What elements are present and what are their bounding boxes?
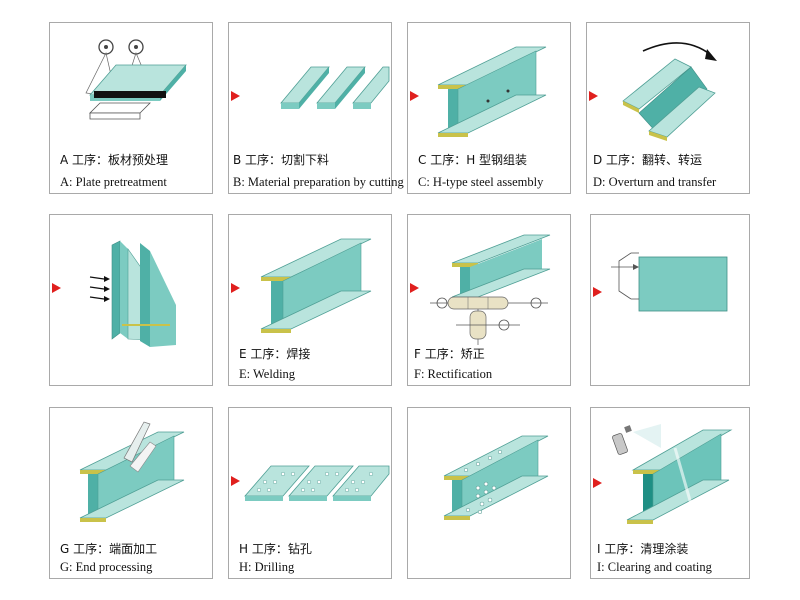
panel-b-cutting: B 工序：切割下料 B: Material preparation by cut… (228, 22, 404, 194)
welding-illustration (260, 238, 372, 333)
coating-illustration (612, 424, 733, 524)
caption-en: G: End processing (60, 560, 153, 574)
step-arrow-icon (231, 91, 240, 101)
caption-en: F: Rectification (414, 367, 493, 381)
plate-pretreatment-illustration (85, 39, 187, 120)
caption-zh: I 工序：清理涂装 (597, 542, 689, 556)
panel-a-plate-pretreatment: A 工序：板材预处理 A: Plate pretreatment (49, 22, 213, 194)
step-arrow-icon (231, 476, 240, 486)
step-arrow-icon (410, 91, 419, 101)
caption-en: E: Welding (239, 367, 296, 381)
panel-drilled-beam (407, 407, 571, 579)
overturn-illustration (622, 42, 717, 141)
caption-zh: D 工序：翻转、转运 (593, 153, 703, 167)
panel-f-rectification: F 工序：矫正 F: Rectification (407, 214, 571, 386)
step-arrow-icon (593, 478, 602, 488)
step-arrow-icon (589, 91, 598, 101)
beam-feeding-illustration (89, 240, 176, 347)
cut-plates-illustration (280, 66, 390, 109)
panel-e-welding: E 工序：焊接 E: Welding (228, 214, 392, 386)
panel-c-assembly: C 工序：H 型钢组装 C: H-type steel assembly (407, 22, 571, 194)
plate-side-view-illustration (611, 252, 728, 312)
caption-zh: H 工序：钻孔 (239, 542, 312, 556)
step-arrow-icon (231, 283, 240, 293)
step-arrow-icon (593, 287, 602, 297)
panel-g-end-processing: G 工序：端面加工 G: End processing (49, 407, 213, 579)
caption-zh: E 工序：焊接 (239, 347, 311, 361)
end-processing-illustration (79, 421, 185, 522)
caption-en: A: Plate pretreatment (60, 175, 167, 189)
caption-en: D: Overturn and transfer (593, 175, 717, 189)
caption-en: H: Drilling (239, 560, 295, 574)
panel-feeding (49, 214, 213, 386)
panel-h-drilling: H 工序：钻孔 H: Drilling (228, 407, 392, 579)
rectification-illustration (430, 234, 551, 345)
caption-zh: A 工序：板材预处理 (60, 153, 169, 167)
step-arrow-icon (410, 283, 419, 293)
caption-zh: G 工序：端面加工 (60, 542, 158, 556)
caption-zh: C 工序：H 型钢组装 (418, 153, 528, 167)
caption-zh: F 工序：矫正 (414, 347, 485, 361)
h-beam-assembly-illustration (437, 46, 547, 137)
drilled-plates-illustration (244, 465, 390, 501)
step-arrow-icon (52, 283, 61, 293)
caption-en: B: Material preparation by cutting (233, 175, 404, 189)
drilled-beam-illustration (443, 435, 549, 520)
caption-zh: B 工序：切割下料 (233, 153, 330, 167)
caption-en: I: Clearing and coating (597, 560, 712, 574)
panel-i-coating: I 工序：清理涂装 I: Clearing and coating (590, 407, 750, 579)
panel-d-overturn: D 工序：翻转、转运 D: Overturn and transfer (586, 22, 750, 194)
panel-plate-view (590, 214, 750, 386)
caption-en: C: H-type steel assembly (418, 175, 544, 189)
